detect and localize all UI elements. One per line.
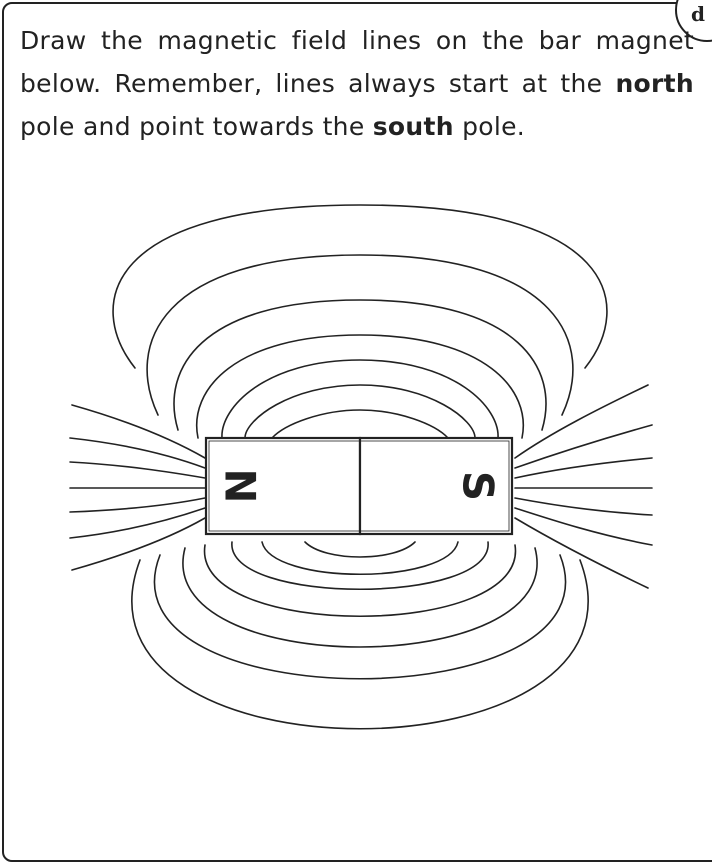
field-line-left-5 <box>69 497 206 513</box>
south-word: south <box>372 112 454 141</box>
magnetic-field-diagram: N S <box>69 204 653 730</box>
field-line-right-1 <box>514 384 649 459</box>
field-loop-upper-5 <box>221 359 499 439</box>
field-loop-lower-2 <box>261 541 459 575</box>
field-line-right-2 <box>514 424 653 469</box>
instruction-end: pole. <box>453 112 526 141</box>
field-loop-upper-3 <box>173 299 547 431</box>
corner-badge-letter: d <box>691 2 705 26</box>
north-pole-label: N <box>216 468 265 503</box>
magnet-north-half <box>204 436 362 536</box>
south-pole-label: S <box>454 471 503 501</box>
magnet-outline-inner <box>208 440 510 532</box>
field-loop-lower-4 <box>204 544 516 618</box>
field-loop-lower-5 <box>182 547 538 648</box>
field-loop-lower-7 <box>131 559 589 730</box>
instruction-text: Draw the magnetic field lines on the bar… <box>20 19 694 148</box>
field-line-right-3 <box>514 457 653 479</box>
field-loop-upper-6 <box>244 384 476 439</box>
field-line-left-3 <box>69 461 206 479</box>
field-loop-upper-7 <box>271 409 449 439</box>
field-loop-upper-4 <box>195 334 525 439</box>
magnet-south-half <box>358 436 514 536</box>
field-loop-upper-2 <box>146 254 574 416</box>
field-line-left-2 <box>69 437 206 469</box>
field-line-right-6 <box>514 507 653 546</box>
field-line-right-7 <box>514 517 649 589</box>
field-line-left-7 <box>71 517 206 571</box>
field-line-left-6 <box>69 507 206 539</box>
field-loop-upper-1 <box>112 204 608 369</box>
north-word: north <box>615 69 694 98</box>
instruction-middle: pole and point towards the <box>20 112 373 141</box>
field-line-left-1 <box>71 404 206 459</box>
field-loop-lower-6 <box>153 554 567 680</box>
field-line-right-5 <box>514 497 653 516</box>
instruction-intro: Draw the magnetic field lines on the bar… <box>20 26 694 98</box>
corner-badge: d <box>675 0 712 42</box>
field-lines <box>69 204 653 730</box>
field-loop-lower-3 <box>231 541 489 591</box>
bar-magnet: N S <box>204 436 514 536</box>
field-loop-lower-1 <box>304 541 416 558</box>
